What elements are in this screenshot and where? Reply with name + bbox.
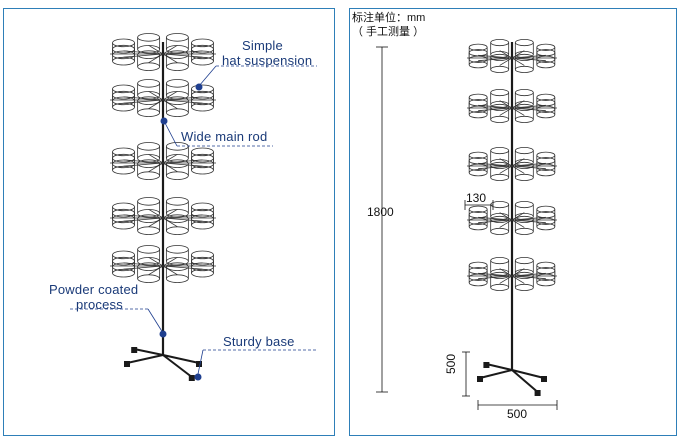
callout-markers [159, 83, 203, 381]
right-rack-drawing [467, 39, 557, 396]
callout-leaders [70, 65, 317, 375]
marker-base [194, 373, 202, 381]
base-width-label: 500 [507, 407, 528, 421]
callout-sturdy-base: Sturdy base [223, 334, 295, 349]
callout-powder-coated: Powder coated [49, 282, 139, 297]
manual-measure-note: （ 手工测量 ） [352, 26, 425, 38]
marker-powder-coat [159, 330, 167, 338]
callout-process: process [76, 297, 123, 312]
marker-main-rod [160, 117, 168, 125]
unit-note: 标注单位：mm [352, 12, 426, 24]
callout-wide-main-rod: Wide main rod [181, 129, 268, 144]
hanger-tier [110, 33, 216, 71]
hanger-tier [467, 89, 557, 123]
hanger-tier [467, 39, 557, 73]
ring-size-label: 130 [466, 191, 487, 205]
hanger-tier [467, 257, 557, 291]
callout-simple: Simple [242, 38, 283, 53]
marker-hat-suspension [195, 83, 203, 91]
hanger-tier [467, 147, 557, 181]
cross-base [124, 347, 202, 381]
hanger-tier [110, 142, 216, 180]
hanger-tier [467, 201, 557, 235]
hanger-tier [110, 245, 216, 283]
dimension-lines [376, 46, 558, 410]
cross-base [477, 362, 547, 396]
hanger-tier [110, 197, 216, 235]
base-depth-label: 500 [444, 353, 458, 374]
height-label: 1800 [367, 205, 394, 219]
left-rack-drawing [110, 33, 216, 381]
callout-hat-suspension: hat suspension [222, 53, 313, 68]
hanger-tier [110, 79, 216, 117]
